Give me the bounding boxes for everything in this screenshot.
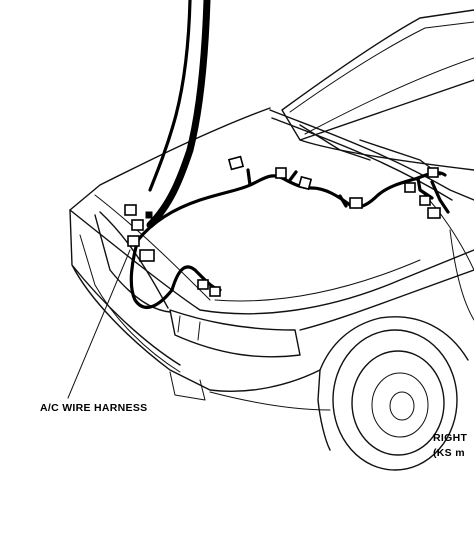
right-callout-label-line1: RIGHT bbox=[433, 432, 467, 444]
headlight bbox=[169, 309, 301, 358]
ac-harness-leader-line bbox=[67, 249, 131, 399]
ac-wire-harness bbox=[129, 168, 450, 309]
hood-outline bbox=[69, 107, 474, 315]
fender-lower bbox=[317, 369, 331, 451]
cowl-panel bbox=[269, 109, 474, 201]
right-callout-leader-line bbox=[449, 229, 474, 321]
grille bbox=[94, 211, 171, 313]
antenna-cable bbox=[146, 0, 211, 229]
right-callout-label-line2: (KS m bbox=[433, 447, 465, 459]
windshield-frame bbox=[281, 9, 474, 171]
ac-wire-harness-label: A/C WIRE HARNESS bbox=[40, 402, 147, 414]
right-fender bbox=[299, 269, 474, 371]
front-wheel bbox=[332, 329, 458, 471]
harness-connectors bbox=[124, 155, 441, 297]
front-bumper bbox=[69, 209, 321, 392]
